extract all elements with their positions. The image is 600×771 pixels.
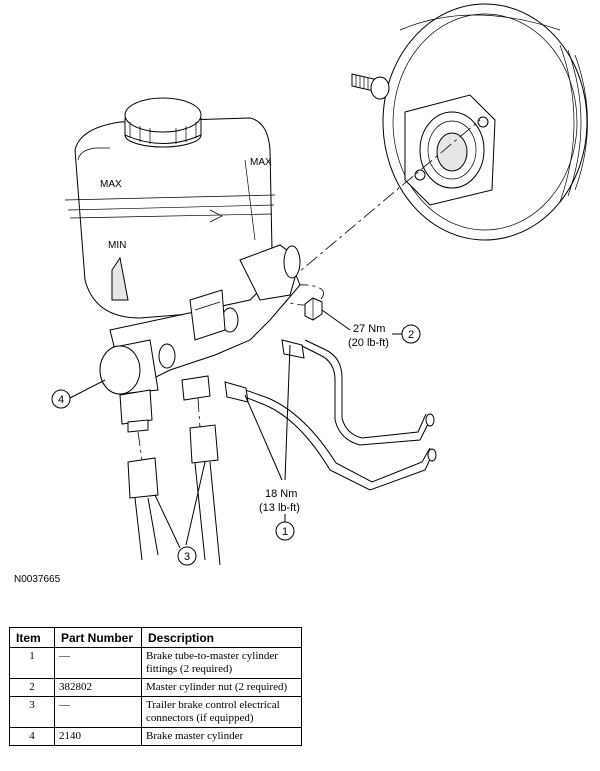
callout-2-torque-alt: (20 lb-ft) xyxy=(348,337,389,349)
callout-3-number: 3 xyxy=(184,551,190,563)
callout-1-torque: 18 Nm xyxy=(265,488,297,500)
cell-desc: Brake master cylinder xyxy=(141,727,302,746)
table-row: 2 382802 Master cylinder nut (2 required… xyxy=(9,678,302,697)
brake-booster xyxy=(351,3,588,241)
cell-desc: Brake tube-to-master cylinder fittings (… xyxy=(141,647,302,679)
max-mark-right: MAX xyxy=(250,157,272,168)
callout-2: 27 Nm (20 lb-ft) 2 xyxy=(321,309,421,349)
cell-part: — xyxy=(54,696,142,728)
callout-2-torque: 27 Nm xyxy=(353,323,385,335)
table-row: 3 — Trailer brake control electrical con… xyxy=(9,696,302,728)
header-description: Description xyxy=(141,627,302,648)
min-mark: MIN xyxy=(108,240,126,251)
cell-part: 2140 xyxy=(54,727,142,746)
fluid-reservoir: MAX MAX MIN xyxy=(64,97,276,319)
callout-4-number: 4 xyxy=(58,394,64,406)
header-item: Item xyxy=(9,627,55,648)
cell-part: — xyxy=(54,647,142,679)
max-mark-left: MAX xyxy=(100,179,122,190)
master-cylinder-nut xyxy=(304,297,323,321)
cell-desc: Master cylinder nut (2 required) xyxy=(141,678,302,697)
callout-1: 18 Nm (13 lb-ft) 1 xyxy=(244,344,300,541)
cell-item: 1 xyxy=(9,647,55,679)
cell-item: 4 xyxy=(9,727,55,746)
callout-3: 3 xyxy=(154,461,206,566)
cell-part: 382802 xyxy=(54,678,142,697)
brake-lines xyxy=(224,339,437,491)
master-cylinder-body xyxy=(99,244,301,395)
electrical-connectors xyxy=(119,375,221,566)
cell-desc: Trailer brake control electrical connect… xyxy=(141,696,302,728)
table-row: 1 — Brake tube-to-master cylinder fittin… xyxy=(9,647,302,679)
cell-item: 3 xyxy=(9,696,55,728)
table-header-row: Item Part Number Description xyxy=(9,627,302,648)
figure-code: N0037665 xyxy=(14,574,61,585)
exploded-view-diagram: MAX MAX MIN xyxy=(14,3,588,585)
callout-4: 4 xyxy=(51,379,106,409)
callout-1-torque-alt: (13 lb-ft) xyxy=(259,502,300,514)
header-part-number: Part Number xyxy=(54,627,142,648)
callout-1-number: 1 xyxy=(282,526,288,538)
cell-item: 2 xyxy=(9,678,55,697)
table-row: 4 2140 Brake master cylinder xyxy=(9,727,302,746)
parts-table: Item Part Number Description 1 — Brake t… xyxy=(9,627,302,746)
callout-2-number: 2 xyxy=(408,329,414,341)
